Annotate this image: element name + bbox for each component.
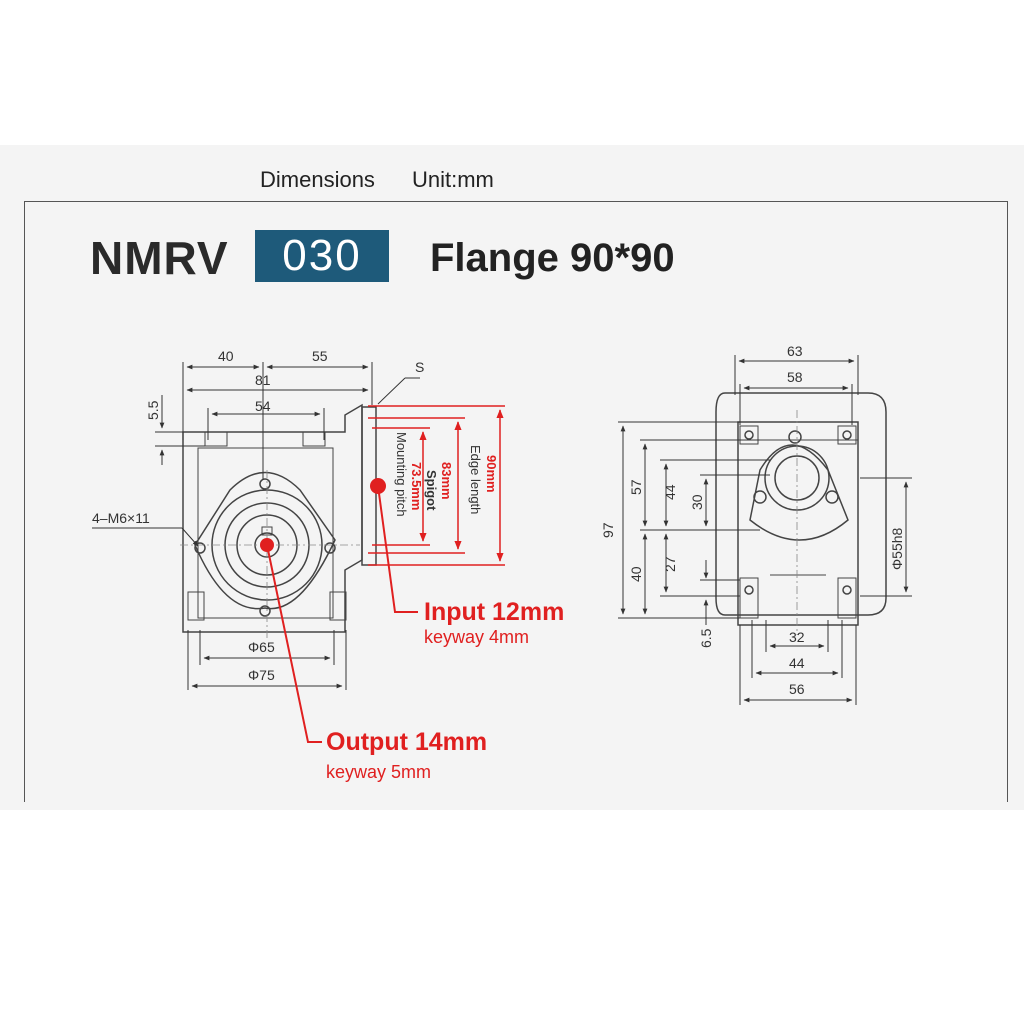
bolt-hole-right [324, 542, 336, 554]
dim-40: 40 [218, 348, 234, 364]
input-dot [370, 478, 386, 494]
side-lug-hole-tl [744, 430, 754, 440]
dim-40-vertical: 40 [628, 566, 644, 582]
bolt-hole-left [194, 542, 206, 554]
front-view [180, 403, 377, 640]
side-view [715, 392, 887, 626]
side-hole-left [753, 490, 767, 504]
top-margin [0, 0, 1024, 145]
bottom-lug-left [187, 591, 205, 621]
dim-63: 63 [787, 343, 803, 359]
side-lug-tr [837, 425, 857, 445]
size-badge: 030 [255, 230, 389, 282]
input-keyway: keyway 4mm [424, 627, 529, 647]
dim-54: 54 [255, 398, 271, 414]
dim-55: 55 [312, 348, 328, 364]
flange-dimensions [368, 405, 505, 566]
side-lug-bl [739, 577, 759, 619]
dimensions-caption: Dimensions [260, 167, 375, 192]
edge-length-value: 90mm [484, 455, 499, 493]
side-view-dim-labels: 63 58 97 57 44 30 40 27 6.5 Φ55h8 32 44 … [600, 343, 905, 697]
drawing-frame [24, 201, 1008, 802]
dim-44-vertical: 44 [662, 484, 678, 500]
output-title: Output 14mm [326, 728, 487, 756]
flange-dim-labels: 90mm Edge length 83mm Spigot 73.5mm Moun… [394, 432, 499, 517]
bolt-hole-top [259, 478, 271, 490]
dim-58: 58 [787, 369, 803, 385]
model-title: NMRV [90, 232, 229, 284]
side-lug-hole-bl [744, 585, 754, 595]
output-cover [194, 471, 336, 610]
mounting-pitch-text: Mounting pitch [394, 432, 409, 517]
s-label: S [415, 359, 424, 375]
dim-81: 81 [255, 372, 271, 388]
side-hub [749, 444, 849, 541]
side-hole-top [788, 430, 802, 444]
dim-97: 97 [600, 522, 616, 538]
side-lug-hole-tr [842, 430, 852, 440]
side-lug-br [837, 577, 857, 619]
top-lug-left [204, 431, 228, 447]
side-outer-outline [715, 392, 887, 616]
side-lug-tl [739, 425, 759, 445]
side-flange-top [738, 421, 859, 441]
dim-32: 32 [789, 629, 805, 645]
edge-length-text: Edge length [468, 445, 483, 514]
bolt-spec-label: 4–M6×11 [92, 510, 150, 526]
top-lug-right [302, 431, 326, 447]
dim-phi65: Φ65 [248, 639, 275, 655]
dim-5-5: 5.5 [145, 400, 161, 420]
front-view-dim-labels: 40 55 81 54 5.5 S 4–M6×11 Φ65 Φ75 [92, 348, 424, 683]
output-dot [260, 538, 274, 552]
output-keyway: keyway 5mm [326, 762, 431, 782]
housing-inner [197, 447, 334, 619]
dim-30: 30 [689, 494, 705, 510]
front-view-dimensions [92, 362, 420, 690]
dim-57: 57 [628, 479, 644, 495]
unit-caption: Unit:mm [412, 167, 494, 192]
dim-phi55h8: Φ55h8 [889, 527, 905, 570]
dim-56: 56 [789, 681, 805, 697]
input-title: Input 12mm [424, 598, 564, 626]
dim-44-horizontal: 44 [789, 655, 805, 671]
side-hole-right [825, 490, 839, 504]
callout-lines [266, 485, 418, 743]
spigot-text: Spigot [424, 470, 439, 511]
side-body [737, 421, 859, 626]
dim-6-5: 6.5 [698, 628, 714, 648]
housing-outline [182, 403, 363, 633]
side-lug-hole-br [842, 585, 852, 595]
bottom-lug-right [329, 591, 347, 621]
dim-27: 27 [662, 556, 678, 572]
dim-phi75: Φ75 [248, 667, 275, 683]
mounting-pitch-value: 73.5mm [409, 462, 424, 510]
spigot-value: 83mm [439, 462, 454, 500]
side-view-dimensions [618, 355, 912, 705]
flange-title: Flange 90*90 [430, 236, 675, 280]
drawing-sheet: Dimensions Unit:mm NMRV 030 Flange 90*90 [0, 145, 1024, 810]
side-hub-bore-inner [774, 455, 820, 501]
bolt-hole-bottom [259, 605, 271, 617]
